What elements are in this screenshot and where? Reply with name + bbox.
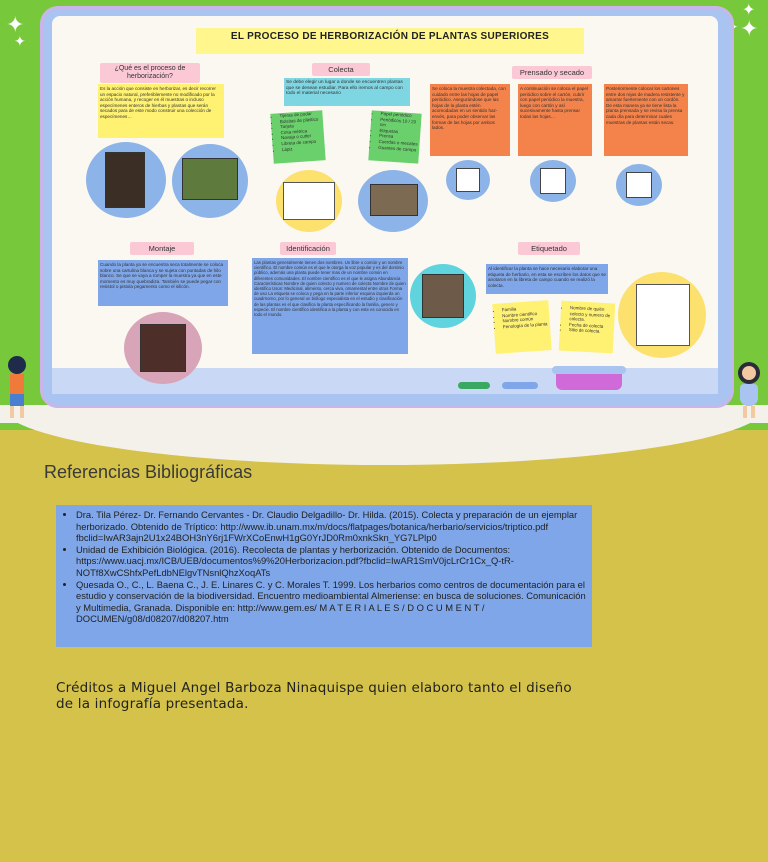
press-step1-drawing <box>456 168 480 192</box>
colecta-list-b-card: Papel periódicoPeriódicos 10 / 20 cmEtiq… <box>368 110 422 164</box>
press-step3-drawing <box>626 172 652 198</box>
etiquetado-list-b-card: Nombre de quién colecto y numero de cole… <box>558 300 616 354</box>
etiquetado-text: Al identificar la planta se hace necesar… <box>486 264 608 294</box>
herbarium-sheet-image <box>105 152 145 208</box>
field-notebook-image <box>283 182 335 220</box>
mounting-image <box>140 324 186 372</box>
sparkle-icon: ✦ <box>14 33 26 49</box>
colecta-list-a: Tijeras de podarBolsitas de plásticoTarj… <box>270 110 325 153</box>
board-decor-blue <box>502 382 538 389</box>
board-decor-eraser-top <box>552 366 626 374</box>
title-highlight <box>196 28 584 50</box>
wave-divider <box>0 405 768 465</box>
etiquetado-list-item: Nombre de quién colecto y numero de cole… <box>569 305 615 324</box>
prensado-step3: Posteriormente colocar los cartones entr… <box>604 84 688 156</box>
credits-text: Créditos a Miguel Angel Barboza Ninaquis… <box>56 680 572 712</box>
etiquetado-list-a-card: FamiliaNombre científicoNombre comúnFeno… <box>492 300 552 354</box>
montaje-heading: Montaje <box>130 242 194 255</box>
identificacion-heading: Identificación <box>280 242 336 255</box>
etiquetado-list-b: Nombre de quién colecto y numero de cole… <box>560 301 616 336</box>
identificacion-text: Las plantas generalmente tienen dos nomb… <box>252 258 408 354</box>
field-collection-image <box>182 158 238 200</box>
press-step2-drawing <box>540 168 566 194</box>
kid-girl-illustration <box>734 362 764 422</box>
kid-boy-illustration <box>4 356 30 420</box>
prensado-heading: Prensado y secado <box>512 66 592 79</box>
etiquetado-heading: Etiquetado <box>518 242 580 255</box>
sparkle-icon: ✦ <box>6 12 25 37</box>
prensado-step2: A continuación se coloca el papel periód… <box>518 84 592 156</box>
references-box: Dra. Tila Pérez- Dr. Fernando Cervantes … <box>56 505 592 647</box>
colecta-text: Se debe elegir un lugar a donde se encue… <box>284 78 410 106</box>
herbarium-label-image <box>636 284 690 346</box>
colecta-list-b: Papel periódicoPeriódicos 10 / 20 cmEtiq… <box>369 110 422 153</box>
plant-press-image <box>370 184 418 216</box>
references-heading: Referencias Bibliográficas <box>44 462 253 482</box>
colecta-list-a-card: Tijeras de podarBolsitas de plásticoTarj… <box>270 110 326 164</box>
etiquetado-list-a: FamiliaNombre científicoNombre comúnFeno… <box>492 300 550 330</box>
reference-item: Dra. Tila Pérez- Dr. Fernando Cervantes … <box>76 509 586 544</box>
sparkle-icon: ✦ <box>740 16 759 41</box>
que-es-text: Es la acción que consiste en herborizar,… <box>98 84 224 138</box>
title-highlight-lower <box>196 46 584 54</box>
sparkle-icon: ✦ <box>742 2 756 19</box>
identificacion-image <box>422 274 464 318</box>
reference-item: Quesada O., C., L. Baena C., J. E. Linar… <box>76 579 586 625</box>
etiquetado-list-item: Sitio de colecta. <box>569 327 614 335</box>
que-es-heading: ¿Qué es el proceso de herborización? <box>100 63 200 83</box>
board-decor-green <box>458 382 490 389</box>
references-list: Dra. Tila Pérez- Dr. Fernando Cervantes … <box>72 509 586 625</box>
prensado-step1: Se coloca la muestra colectada, con cuid… <box>430 84 510 156</box>
reference-item: Unidad de Exhibición Biológica. (2016). … <box>76 544 586 579</box>
infographic-title: EL PROCESO DE HERBORIZACIÓN DE PLANTAS S… <box>230 31 550 42</box>
colecta-heading: Colecta <box>312 63 370 76</box>
montaje-text: Cuando la planta ya se encuentra seca to… <box>98 260 228 306</box>
